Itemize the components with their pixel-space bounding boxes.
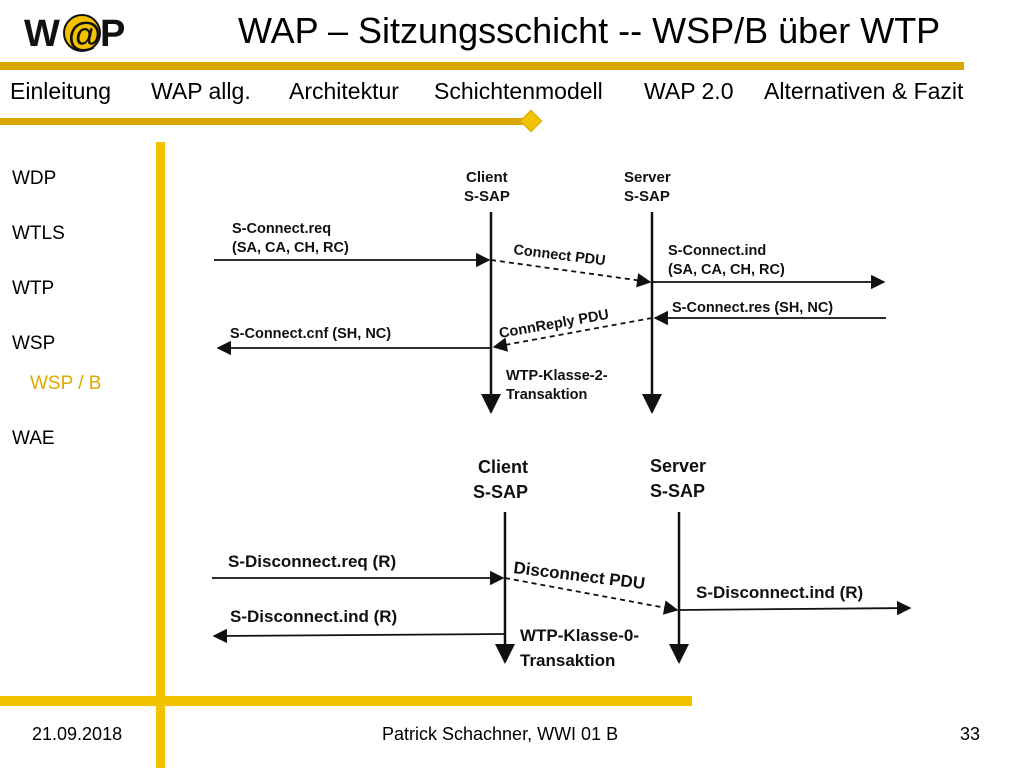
client-label-bottom-1: Client bbox=[478, 457, 528, 477]
server-label-bottom-2: S-SAP bbox=[650, 481, 705, 501]
footer-author: Patrick Schachner, WWI 01 B bbox=[382, 724, 619, 744]
svg-text:W: W bbox=[24, 13, 60, 55]
disconnect-pdu-label: Disconnect PDU bbox=[513, 558, 647, 593]
disconnect-ind-server-label: S-Disconnect.ind (R) bbox=[696, 583, 863, 602]
sidebar-item-wsp[interactable]: WSP bbox=[12, 333, 56, 354]
disconnect-ind-client-label: S-Disconnect.ind (R) bbox=[230, 607, 397, 626]
connect-pdu-label: Connect PDU bbox=[513, 242, 607, 269]
wap-logo: W @ P bbox=[24, 8, 128, 56]
nav-item-wap-2-0[interactable]: WAP 2.0 bbox=[644, 78, 734, 104]
connect-ind-label-1: S-Connect.ind bbox=[668, 243, 766, 259]
sidebar-item-wdp[interactable]: WDP bbox=[12, 168, 57, 189]
connect-req-label-2: (SA, CA, CH, RC) bbox=[232, 240, 349, 256]
wtp-class0-label-1: WTP-Klasse-0- bbox=[520, 626, 639, 645]
nav-item-alternativen-fazit[interactable]: Alternativen & Fazit bbox=[764, 78, 964, 104]
client-label-top-2: S-SAP bbox=[464, 188, 510, 205]
wtp-class2-label-2: Transaktion bbox=[506, 387, 587, 403]
diagram-bottom: Client S-SAP Server S-SAP S-Disconnect.r… bbox=[212, 456, 912, 670]
sidebar-item-wtls[interactable]: WTLS bbox=[12, 223, 65, 244]
footer-date: 21.09.2018 bbox=[32, 724, 123, 744]
client-label-top-1: Client bbox=[466, 169, 508, 186]
page-title: WAP – Sitzungsschicht -- WSP/B über WTP bbox=[238, 10, 941, 51]
sidebar-divider bbox=[156, 142, 165, 768]
disconnect-ind-client-arrow bbox=[212, 628, 506, 644]
nav-item-einleitung[interactable]: Einleitung bbox=[10, 78, 112, 104]
server-label-top-2: S-SAP bbox=[624, 188, 670, 205]
server-label-bottom-1: Server bbox=[650, 456, 706, 476]
diagram-top: Client S-SAP Server S-SAP S-Connect.req … bbox=[214, 169, 886, 414]
connect-req-label-1: S-Connect.req bbox=[232, 221, 331, 237]
footer-divider bbox=[0, 696, 692, 706]
wtp-class2-label-1: WTP-Klasse-2- bbox=[506, 368, 608, 384]
disconnect-ind-server-arrow bbox=[678, 600, 912, 616]
svg-text:@: @ bbox=[68, 16, 101, 54]
server-label-top-1: Server bbox=[624, 169, 671, 186]
nav-progress-bar bbox=[0, 118, 528, 125]
title-divider bbox=[0, 62, 964, 70]
connect-res-label: S-Connect.res (SH, NC) bbox=[672, 300, 833, 316]
connect-cnf-label: S-Connect.cnf (SH, NC) bbox=[230, 326, 391, 342]
sidebar-item-wae[interactable]: WAE bbox=[12, 428, 55, 449]
footer-page-number: 33 bbox=[960, 724, 981, 744]
nav-item-schichtenmodell[interactable]: Schichtenmodell bbox=[434, 78, 603, 104]
disconnect-req-label: S-Disconnect.req (R) bbox=[228, 552, 396, 571]
connect-ind-label-2: (SA, CA, CH, RC) bbox=[668, 262, 785, 278]
wtp-class0-label-2: Transaktion bbox=[520, 651, 615, 670]
nav-item-architektur[interactable]: Architektur bbox=[289, 78, 399, 104]
sidebar-item-wtp[interactable]: WTP bbox=[12, 278, 55, 299]
svg-text:P: P bbox=[100, 13, 125, 55]
nav-item-wap-allg[interactable]: WAP allg. bbox=[151, 78, 251, 104]
client-label-bottom-2: S-SAP bbox=[473, 482, 528, 502]
disconnect-pdu-arrow bbox=[504, 577, 679, 615]
sidebar-item-wsp-b[interactable]: WSP / B bbox=[30, 373, 102, 394]
